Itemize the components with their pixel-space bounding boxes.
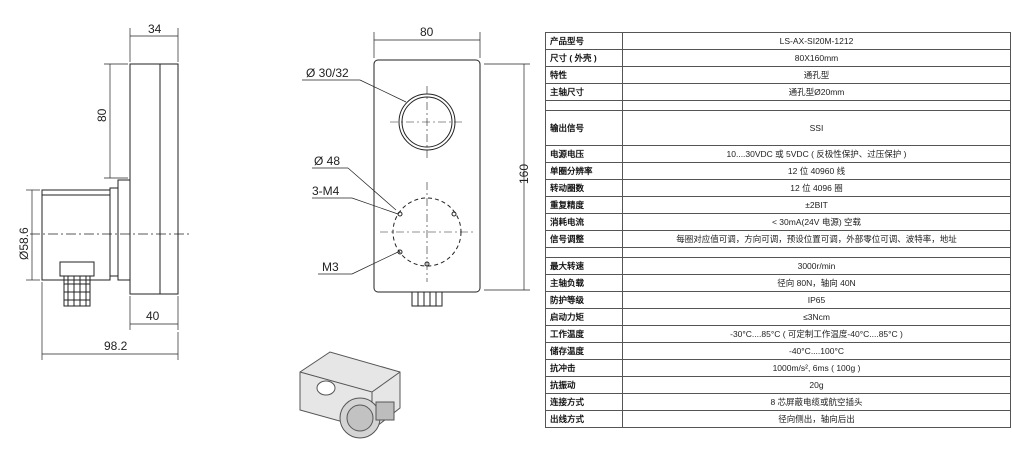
table-row	[545, 100, 1011, 111]
spec-value: 径向 80N，轴向 40N	[622, 274, 1011, 292]
dim-side-height: 80	[95, 108, 109, 122]
technical-drawing: 34 80 Ø58.6 40 98.2 80 160 Ø 30/32 Ø 48 …	[17, 22, 531, 439]
front-view	[302, 32, 530, 307]
dim-front-hole: Ø 30/32	[306, 66, 349, 80]
spec-key: 抗冲击	[545, 359, 623, 377]
spec-value: 径向侧出，轴向后出	[622, 410, 1011, 428]
side-view	[26, 28, 190, 360]
spec-value: SSI	[622, 110, 1011, 146]
dim-front-thread-a: 3-M4	[312, 184, 340, 198]
spec-key: 最大转速	[545, 257, 623, 275]
spec-value: 8 芯屏蔽电缆或航空插头	[622, 393, 1011, 411]
spec-value: < 30mA(24V 电源) 空载	[622, 213, 1011, 231]
spec-key: 电源电压	[545, 145, 623, 163]
spec-value: 通孔型	[622, 66, 1011, 84]
spec-value: 12 位 40960 线	[622, 162, 1011, 180]
table-row	[545, 247, 1011, 258]
spec-value: 80X160mm	[622, 49, 1011, 67]
spec-key: 单圈分辨率	[545, 162, 623, 180]
spec-key	[545, 100, 623, 111]
spec-key: 特性	[545, 66, 623, 84]
table-row: 主轴尺寸通孔型Ø20mm	[545, 83, 1011, 101]
dim-side-total: 98.2	[104, 339, 128, 353]
spec-value: LS-AX-SI20M-1212	[622, 32, 1011, 50]
dim-front-thread-b: M3	[322, 260, 339, 274]
spec-key: 消耗电流	[545, 213, 623, 231]
spec-key: 主轴尺寸	[545, 83, 623, 101]
spec-key: 储存温度	[545, 342, 623, 360]
spec-key: 尺寸 ( 外壳 )	[545, 49, 623, 67]
spec-value	[622, 247, 1011, 258]
spec-key: 连接方式	[545, 393, 623, 411]
dim-side-width: 34	[148, 22, 162, 36]
dim-front-height: 160	[517, 164, 531, 184]
spec-value: -30°C....85°C ( 可定制工作温度-40°C....85°C )	[622, 325, 1011, 343]
spec-value	[622, 100, 1011, 111]
spec-value: ≤3Ncm	[622, 308, 1011, 326]
spec-value: 通孔型Ø20mm	[622, 83, 1011, 101]
dim-front-circle: Ø 48	[314, 154, 340, 168]
spec-key: 工作温度	[545, 325, 623, 343]
spec-key: 转动圈数	[545, 179, 623, 197]
spec-key: 出线方式	[545, 410, 623, 428]
spec-key	[545, 247, 623, 258]
spec-key: 输出信号	[545, 110, 623, 146]
spec-key: 主轴负载	[545, 274, 623, 292]
table-row: 启动力矩≤3Ncm	[545, 308, 1011, 326]
table-row: 特性通孔型	[545, 66, 1011, 84]
spec-value: 3000r/min	[622, 257, 1011, 275]
spec-key: 信号调整	[545, 230, 623, 248]
spec-value: IP65	[622, 291, 1011, 309]
spec-key: 启动力矩	[545, 308, 623, 326]
table-row: 信号调整每圈对应值可调，方向可调，预设位置可调，外部零位可调、波特率，地址	[545, 230, 1011, 248]
table-row: 重复精度±2BIT	[545, 196, 1011, 214]
table-row: 消耗电流< 30mA(24V 电源) 空载	[545, 213, 1011, 231]
dim-side-depth: 40	[146, 309, 160, 323]
table-row: 主轴负载径向 80N，轴向 40N	[545, 274, 1011, 292]
spec-key: 产品型号	[545, 32, 623, 50]
table-row: 尺寸 ( 外壳 )80X160mm	[545, 49, 1011, 67]
table-row: 工作温度-30°C....85°C ( 可定制工作温度-40°C....85°C…	[545, 325, 1011, 343]
isometric-view	[299, 351, 401, 439]
spec-value: ±2BIT	[622, 196, 1011, 214]
spec-value: 每圈对应值可调，方向可调，预设位置可调，外部零位可调、波特率，地址	[622, 230, 1011, 248]
spec-key: 抗振动	[545, 376, 623, 394]
spec-value: 12 位 4096 圈	[622, 179, 1011, 197]
spec-value: 20g	[622, 376, 1011, 394]
dim-front-width: 80	[420, 25, 434, 39]
spec-key: 防护等级	[545, 291, 623, 309]
spec-value: 1000m/s², 6ms ( 100g )	[622, 359, 1011, 377]
spec-key: 重复精度	[545, 196, 623, 214]
table-row: 储存温度-40°C....100°C	[545, 342, 1011, 360]
spec-value: 10....30VDC 或 5VDC ( 反极性保护、过压保护 )	[622, 145, 1011, 163]
dim-side-diameter: Ø58.6	[17, 227, 31, 260]
spec-value: -40°C....100°C	[622, 342, 1011, 360]
table-row: 出线方式径向侧出，轴向后出	[545, 410, 1011, 428]
